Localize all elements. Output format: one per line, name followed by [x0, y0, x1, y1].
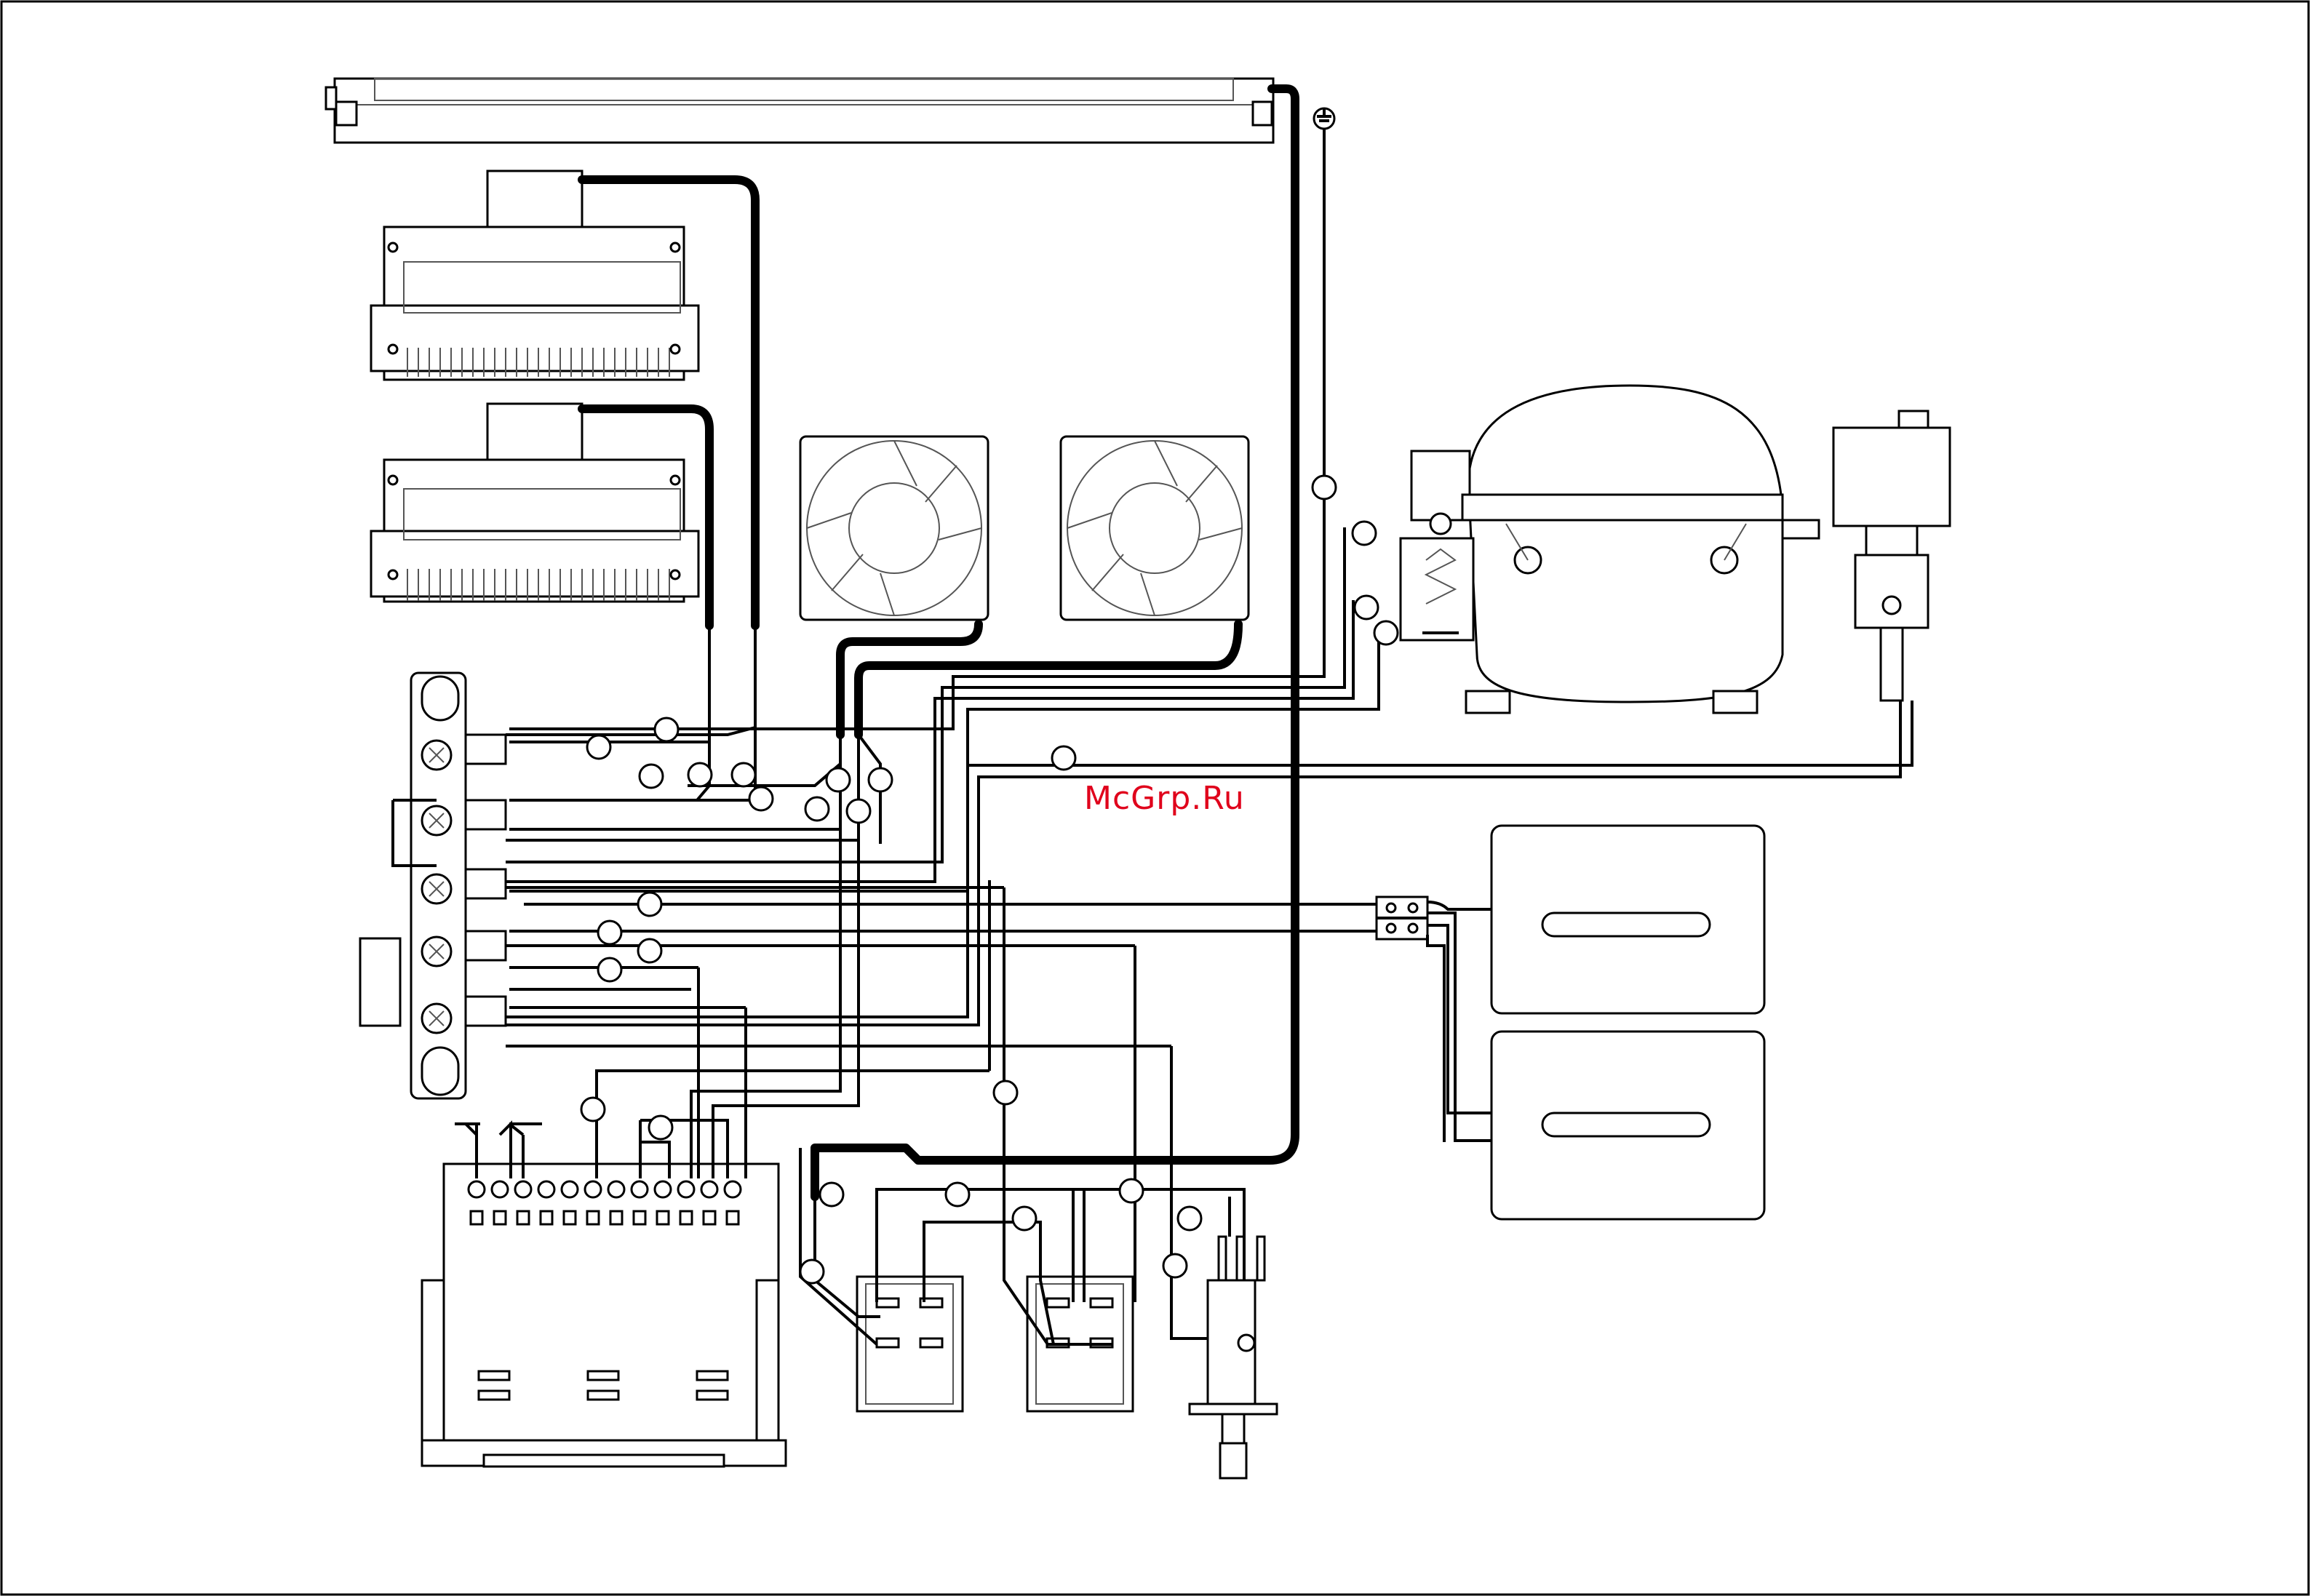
watermark: McGrp.Ru [1084, 780, 1245, 817]
electronic-controller [422, 1124, 786, 1467]
junction-connector [1377, 897, 1427, 939]
door-switch [1190, 1237, 1277, 1478]
compressor [1401, 386, 1819, 713]
solenoid-valve [1833, 411, 1950, 701]
fluorescent-lamp [326, 79, 1273, 143]
terminal-block [360, 673, 506, 1098]
rocker-switch-1 [857, 1277, 963, 1411]
fan-1 [800, 436, 988, 620]
fan-2 [1061, 436, 1248, 620]
ground-icon [1314, 108, 1334, 129]
thermostat-panel-2 [1491, 1032, 1764, 1219]
heater-1 [371, 171, 698, 380]
thermostat-panel-1 [1491, 826, 1764, 1013]
thick-wires [582, 89, 1295, 1197]
heater-2 [371, 404, 698, 602]
